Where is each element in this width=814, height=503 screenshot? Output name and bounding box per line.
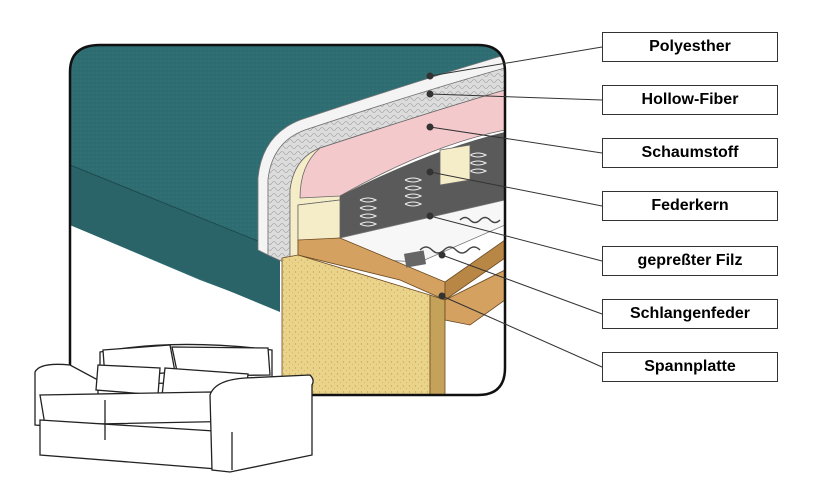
serpentine-spring — [419, 216, 501, 254]
sofa-illustration — [34, 343, 314, 473]
leader-lines — [426, 46, 603, 368]
cross-section-illustration — [70, 45, 505, 395]
chipboard-edge — [429, 294, 446, 395]
foam-layer — [299, 89, 505, 199]
sofa-right-arm — [209, 374, 314, 473]
sofa-base — [39, 419, 231, 471]
label-spannplatte: Spannplatte — [602, 352, 778, 382]
label-hollow-fiber: Hollow-Fiber — [602, 85, 778, 115]
label-gepresster-filz: gepreßter Filz — [602, 246, 778, 276]
sofa-throw-pillow — [95, 364, 161, 396]
label-schlangenfeder: Schlangenfeder — [602, 299, 778, 329]
label-federkern: Federkern — [602, 191, 778, 221]
sofa-back-cushion — [171, 346, 271, 377]
foam-block-left — [297, 199, 341, 243]
cross-section-frame — [68, 43, 507, 397]
coil-springs — [359, 152, 488, 227]
clip-bracket — [403, 250, 427, 268]
wooden-rail-top — [444, 239, 505, 301]
fabric-side — [70, 165, 280, 312]
label-schaumstoff: Schaumstoff — [602, 138, 778, 168]
label-polyesther: Polyesther — [602, 32, 778, 62]
